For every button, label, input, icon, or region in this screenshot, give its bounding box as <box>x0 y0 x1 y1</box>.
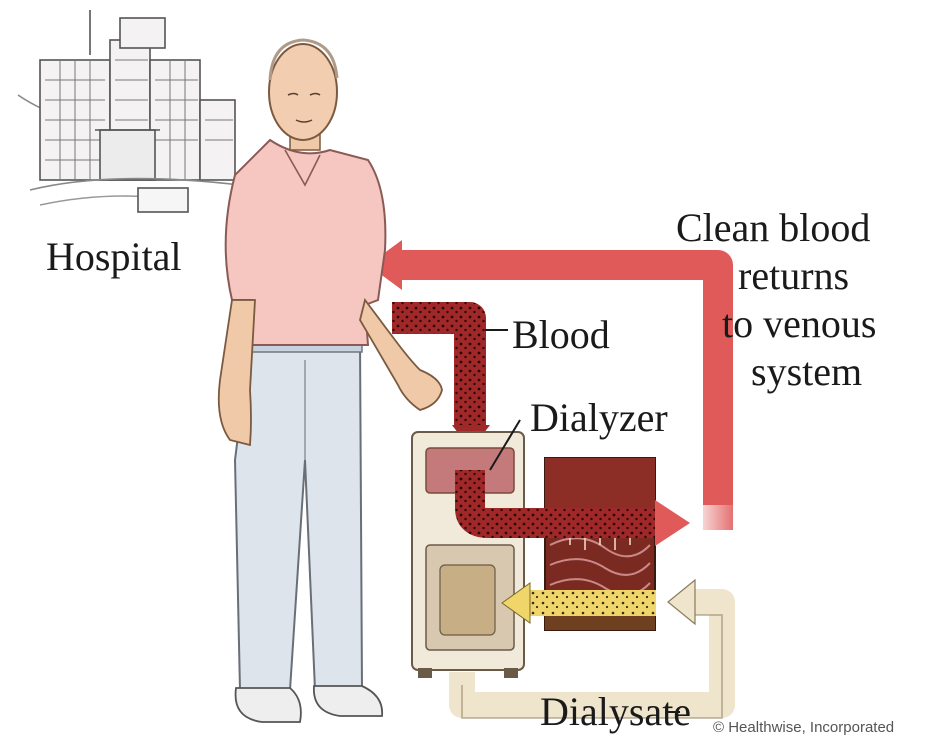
dialysis-machine <box>412 432 524 678</box>
hospital-building-icon <box>18 10 240 212</box>
dialyzer-label: Dialyzer <box>530 398 668 438</box>
patient-figure <box>219 40 442 722</box>
dialysate-label: Dialysate <box>540 692 691 732</box>
clean-blood-label-line2: returns <box>738 256 849 296</box>
clean-blood-label-line4: system <box>751 352 862 392</box>
hospital-label: Hospital <box>46 237 182 277</box>
blood-label: Blood <box>512 315 610 355</box>
copyright-credit: © Healthwise, Incorporated <box>713 720 894 735</box>
clean-blood-label-line3: to venous <box>722 304 876 344</box>
clean-blood-label-line1: Clean blood <box>676 208 870 248</box>
